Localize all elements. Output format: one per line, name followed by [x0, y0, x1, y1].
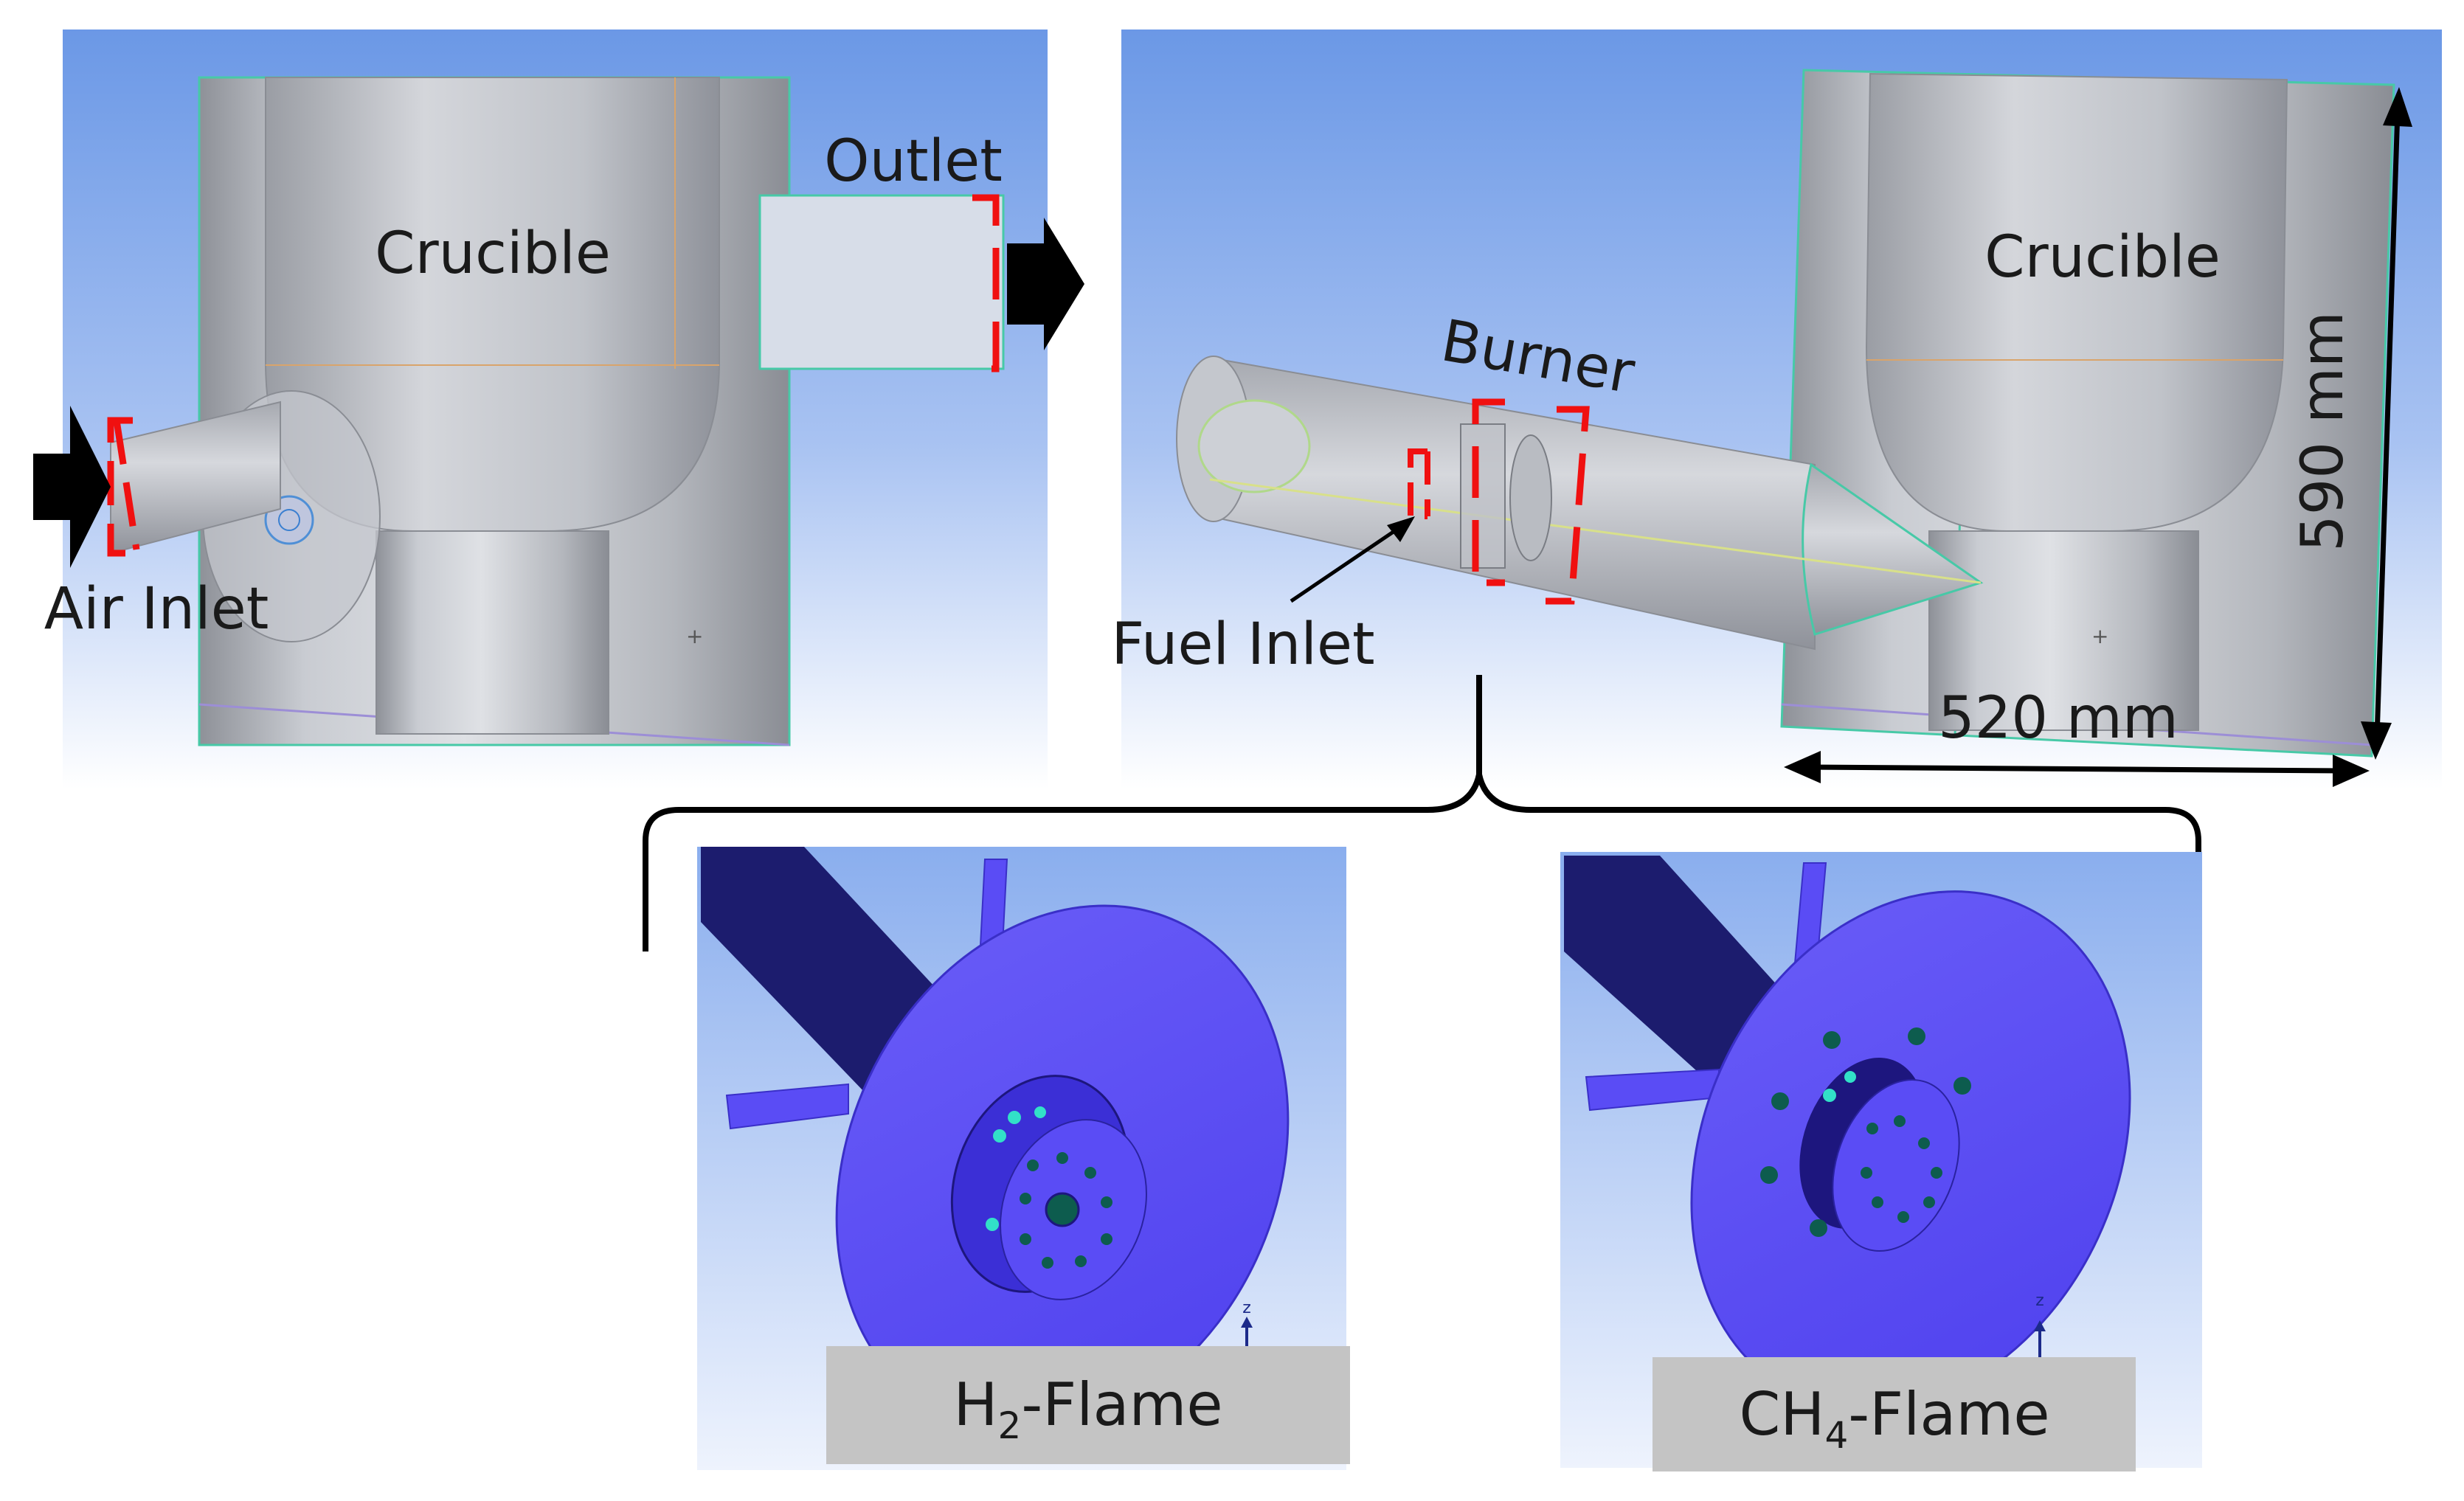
svg-text:+: + [2091, 624, 2108, 648]
ch4-flame-label: CH4-Flame [1739, 1380, 2049, 1457]
h2-z-axis-indicator: z [1241, 1299, 1253, 1350]
ch4-z-axis-label: z [2035, 1292, 2044, 1310]
fuel-inlet-pointer [1290, 521, 1407, 603]
zoom-brace [643, 675, 2201, 951]
outlet-duct [758, 194, 1005, 370]
right-crucible-pedestal [1928, 530, 2199, 731]
label-width-dimension: 520 mm [1938, 685, 2179, 752]
left-crucible-pedestal [376, 530, 609, 735]
ch4-burner-inset: z CH4-Flame [1560, 852, 2202, 1471]
label-air-inlet: Air Inlet [44, 576, 269, 642]
right-viewport: + Crucible Burner Fuel Inlet 590 mm 520 … [1111, 30, 2442, 789]
ch4-z-axis-indicator: z [2034, 1292, 2046, 1357]
svg-text:+: + [686, 624, 703, 648]
ch4-supply-tube [1564, 856, 1800, 1084]
label-height-dimension: 590 mm [2290, 311, 2356, 552]
label-crucible-right: Crucible [1984, 224, 2221, 291]
width-dimension-arrow [1784, 751, 2370, 787]
outlet-boundary-marker [972, 194, 1000, 372]
burner-boundary-marker [1472, 398, 1590, 605]
label-outlet: Outlet [824, 128, 1003, 195]
right-crucible-pot [1865, 72, 2288, 532]
h2-caption-box [826, 1346, 1350, 1464]
air-inlet-tube [110, 401, 281, 555]
ch4-caption-box [1653, 1357, 2136, 1471]
height-dimension-arrow [2361, 87, 2412, 760]
h2-z-axis-label: z [1242, 1299, 1251, 1317]
outlet-flow-arrow [1007, 218, 1084, 350]
h2-flame-label: H2-Flame [953, 1370, 1222, 1447]
fuel-inlet-boundary-marker [1408, 448, 1430, 519]
left-viewport: + Crucible Outlet Air Inlet [33, 30, 1084, 789]
h2-swirl-vane-left [725, 1083, 849, 1130]
label-fuel-inlet: Fuel Inlet [1111, 611, 1374, 678]
label-crucible-left: Crucible [375, 221, 611, 287]
air-inlet-flow-arrow [33, 406, 111, 568]
h2-burner-inset: z H2-Flame [697, 847, 1350, 1470]
